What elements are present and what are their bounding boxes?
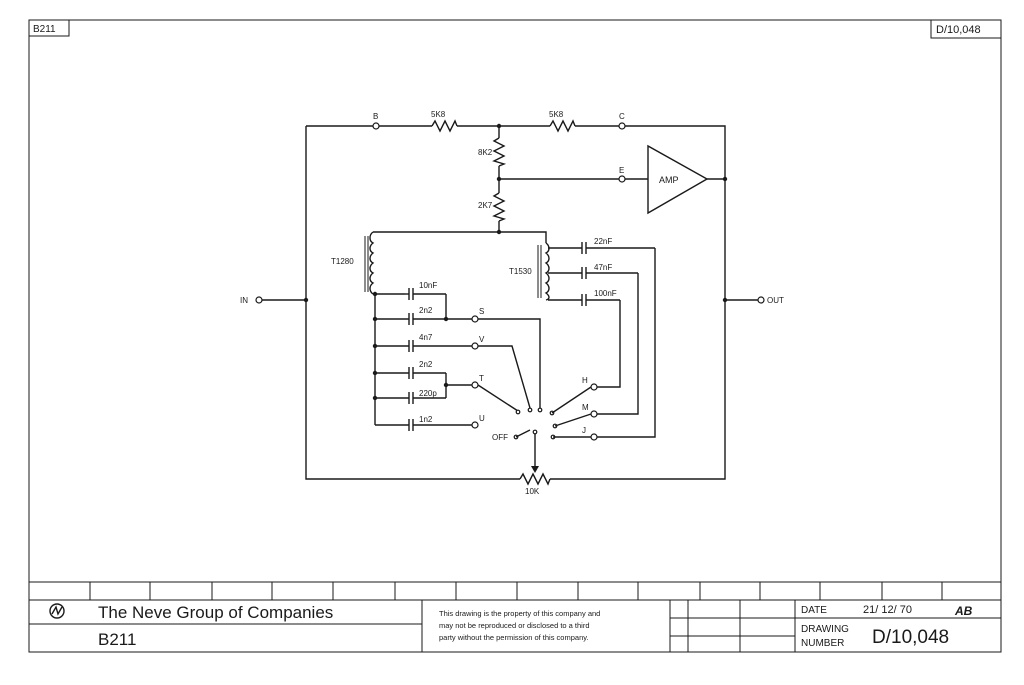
wire-v xyxy=(478,345,531,409)
resistor-5k8-left xyxy=(431,119,458,133)
switch-contact-s xyxy=(471,315,479,323)
label-u: U xyxy=(479,414,485,423)
wire-m-switch xyxy=(554,413,592,427)
switch-contact-v xyxy=(471,342,479,350)
input-terminal xyxy=(255,296,263,304)
notice-line-2: may not be reproduced or disclosed to a … xyxy=(439,621,590,630)
label-t1530: T1530 xyxy=(509,267,532,276)
resistor-2k7 xyxy=(492,192,507,222)
test-point-b xyxy=(372,122,380,130)
label-j: J xyxy=(582,426,586,435)
drawing-label-2: NUMBER xyxy=(801,638,844,649)
switch-contact-u xyxy=(471,421,479,429)
label-c100n: 100nF xyxy=(594,289,617,298)
title-block: The Neve Group of Companies B211 This dr… xyxy=(29,581,1001,652)
label-off: OFF xyxy=(492,433,508,442)
label-r3: 8K2 xyxy=(478,148,493,157)
label-c47n: 47nF xyxy=(594,263,612,272)
revision-columns xyxy=(89,582,943,600)
switch-contact-j xyxy=(590,433,598,441)
notice-line-1: This drawing is the property of this com… xyxy=(439,609,600,618)
outer-loop-wire xyxy=(305,125,726,480)
capacitor-10nf xyxy=(405,288,446,300)
label-t: T xyxy=(479,374,484,383)
amplifier-triangle xyxy=(647,144,709,215)
resistor-5k8-right xyxy=(549,119,576,133)
switch-contact-m xyxy=(590,410,598,418)
corner-label-right: D/10,048 xyxy=(936,24,981,36)
company-name: The Neve Group of Companies xyxy=(98,603,333,622)
schematic: 5K8 5K8 B C 8K2 2K7 E AMP IN OUT xyxy=(240,110,784,496)
label-e: E xyxy=(619,166,624,175)
transformer-t1280 xyxy=(364,231,375,295)
output-terminal xyxy=(757,296,765,304)
potentiometer-10k xyxy=(519,472,551,486)
t1530-top-wire xyxy=(499,231,547,243)
wire-t xyxy=(477,384,519,412)
label-c220p: 220p xyxy=(419,389,437,398)
label-c10n: 10nF xyxy=(419,281,437,290)
switch-contact-t xyxy=(471,381,479,389)
test-point-c xyxy=(618,122,626,130)
label-c22n: 22nF xyxy=(594,237,612,246)
capacitor-2n2-s xyxy=(375,313,472,325)
label-out: OUT xyxy=(767,296,784,305)
sheet-border xyxy=(28,19,1002,653)
corner-label-left: B211 xyxy=(33,24,56,35)
transformer-t1530 xyxy=(537,242,550,301)
capacitor-22nf xyxy=(548,242,655,254)
corner-box-right xyxy=(930,19,1002,39)
wire-s xyxy=(478,318,541,408)
test-point-e xyxy=(618,175,626,183)
label-r2: 5K8 xyxy=(549,110,564,119)
wire-m xyxy=(597,273,639,415)
wire-j xyxy=(597,248,656,438)
date-value: 21/ 12/ 70 xyxy=(863,604,912,616)
capacitor-47nf xyxy=(548,267,638,279)
wire-h-switch xyxy=(551,386,592,414)
label-c: C xyxy=(619,112,625,121)
drawing-number: D/10,048 xyxy=(872,627,949,648)
corner-box-left xyxy=(28,19,70,37)
drawing-label-1: DRAWING xyxy=(801,624,849,635)
label-s: S xyxy=(479,307,484,316)
company-logo-icon xyxy=(49,603,65,619)
date-label: DATE xyxy=(801,605,827,616)
label-b: B xyxy=(373,112,378,121)
label-r4: 2K7 xyxy=(478,201,493,210)
capacitor-220p xyxy=(375,392,446,404)
capacitor-2n2-t xyxy=(375,367,446,379)
label-in: IN xyxy=(240,296,248,305)
label-h: H xyxy=(582,376,588,385)
capacitor-4n7 xyxy=(375,340,472,352)
left-bus-wire xyxy=(373,293,405,425)
capacitor-100nf xyxy=(548,294,620,306)
label-r1: 5K8 xyxy=(431,110,446,119)
resistor-8k2 xyxy=(492,137,507,167)
part-number: B211 xyxy=(98,630,136,649)
label-c1n2: 1n2 xyxy=(419,415,433,424)
wire-h xyxy=(597,300,621,388)
label-c4n7: 4n7 xyxy=(419,333,433,342)
switch-contact-h xyxy=(590,383,598,391)
label-amp: AMP xyxy=(659,175,679,185)
label-c2n2b: 2n2 xyxy=(419,360,433,369)
initials: AB xyxy=(954,604,973,618)
rotary-switch xyxy=(513,407,558,440)
label-pot: 10K xyxy=(525,487,540,496)
label-v: V xyxy=(479,335,485,344)
label-t1280: T1280 xyxy=(331,257,354,266)
label-c2n2a: 2n2 xyxy=(419,306,433,315)
capacitor-1n2 xyxy=(375,419,472,431)
notice-line-3: party without the permission of this com… xyxy=(439,633,589,642)
label-m: M xyxy=(582,403,589,412)
